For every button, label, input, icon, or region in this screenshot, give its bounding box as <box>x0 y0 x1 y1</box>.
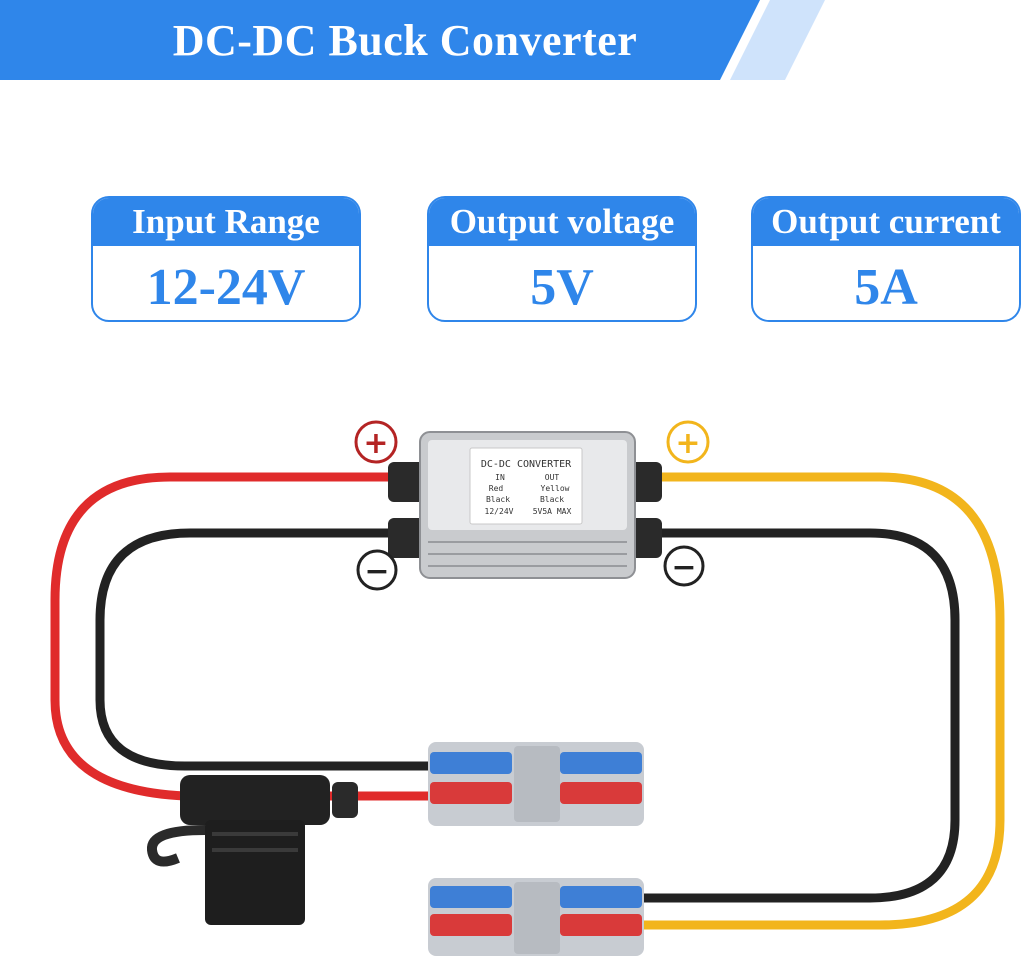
spec-card-input-range: Input Range 12-24V <box>91 196 361 322</box>
spec-label: Output voltage <box>429 198 695 246</box>
plus-icon: + <box>363 426 388 461</box>
spec-label: Output current <box>753 198 1019 246</box>
converter-product-image: DC-DC CONVERTER IN OUT Red Yellow Black … <box>50 420 1005 956</box>
banner-shape <box>0 0 825 80</box>
page-title: DC-DC Buck Converter <box>172 15 638 65</box>
converter-label-black-out: Black <box>540 495 564 504</box>
yellow-output-wire <box>635 472 1005 930</box>
red-input-wire <box>50 472 435 801</box>
spec-value: 12-24V <box>146 258 306 316</box>
lever-connector-output <box>428 878 644 956</box>
converter-label-output-rating: 5V5A MAX <box>533 507 572 516</box>
converter-label-yellow: Yellow <box>541 484 570 493</box>
minus-icon: − <box>671 550 696 585</box>
converter-module: DC-DC CONVERTER IN OUT Red Yellow Black … <box>388 431 662 579</box>
converter-label-out: OUT <box>545 473 560 482</box>
spec-value: 5V <box>530 258 594 316</box>
converter-label-in: IN <box>495 473 505 482</box>
converter-label-red: Red <box>489 484 504 493</box>
spec-card-output-current: Output current 5A <box>751 196 1021 322</box>
lever-connector-input <box>428 742 644 826</box>
spec-value: 5A <box>854 258 918 316</box>
black-input-wire <box>95 528 435 771</box>
converter-label-black-in: Black <box>486 495 510 504</box>
title-banner: DC-DC Buck Converter <box>0 0 840 80</box>
spec-card-output-voltage: Output voltage 5V <box>427 196 697 322</box>
converter-label-title: DC-DC CONVERTER <box>481 459 572 470</box>
inline-fuse-holder <box>147 775 358 925</box>
spec-label: Input Range <box>93 198 359 246</box>
plus-icon: + <box>675 426 700 461</box>
black-output-wire <box>635 528 960 903</box>
output-positive-marker: + <box>666 420 710 464</box>
output-negative-marker: − <box>663 545 705 587</box>
input-positive-marker: + <box>354 420 398 464</box>
converter-label-input-rating: 12/24V <box>485 507 514 516</box>
minus-icon: − <box>364 554 389 589</box>
input-negative-marker: − <box>356 549 398 591</box>
